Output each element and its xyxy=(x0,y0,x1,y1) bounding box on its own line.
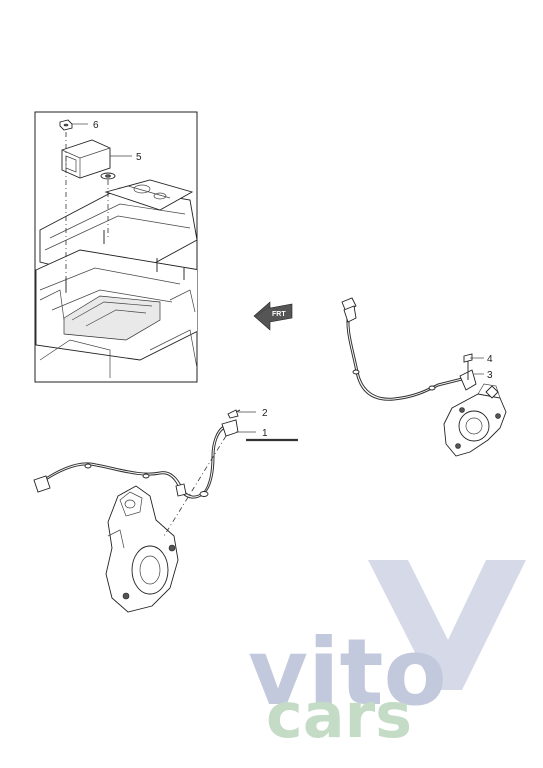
front-arrow-text: FRT xyxy=(272,311,286,318)
callout-1: 1 xyxy=(262,428,268,439)
watermark-cars: cars xyxy=(266,679,412,752)
sensor-module xyxy=(61,139,116,180)
right-wheel-sensor-assembly xyxy=(341,297,507,457)
callout-6: 6 xyxy=(93,120,99,131)
callout-4: 4 xyxy=(487,354,493,365)
nut xyxy=(59,119,73,131)
inset-panel xyxy=(34,111,198,383)
callout-3: 3 xyxy=(487,370,493,381)
callout-5: 5 xyxy=(136,152,142,163)
left-wheel-sensor-assembly xyxy=(33,409,298,613)
left-steering-knuckle xyxy=(105,483,187,613)
right-steering-knuckle xyxy=(443,383,507,457)
callout-labels: 1 2 3 4 5 6 xyxy=(72,120,493,439)
watermark-vito: vito xyxy=(248,619,447,726)
watermark-logo: vito cars xyxy=(248,560,526,752)
callout-2: 2 xyxy=(262,408,268,419)
front-direction-arrow: FRT xyxy=(253,301,293,331)
watermark-v-mark xyxy=(368,560,526,690)
